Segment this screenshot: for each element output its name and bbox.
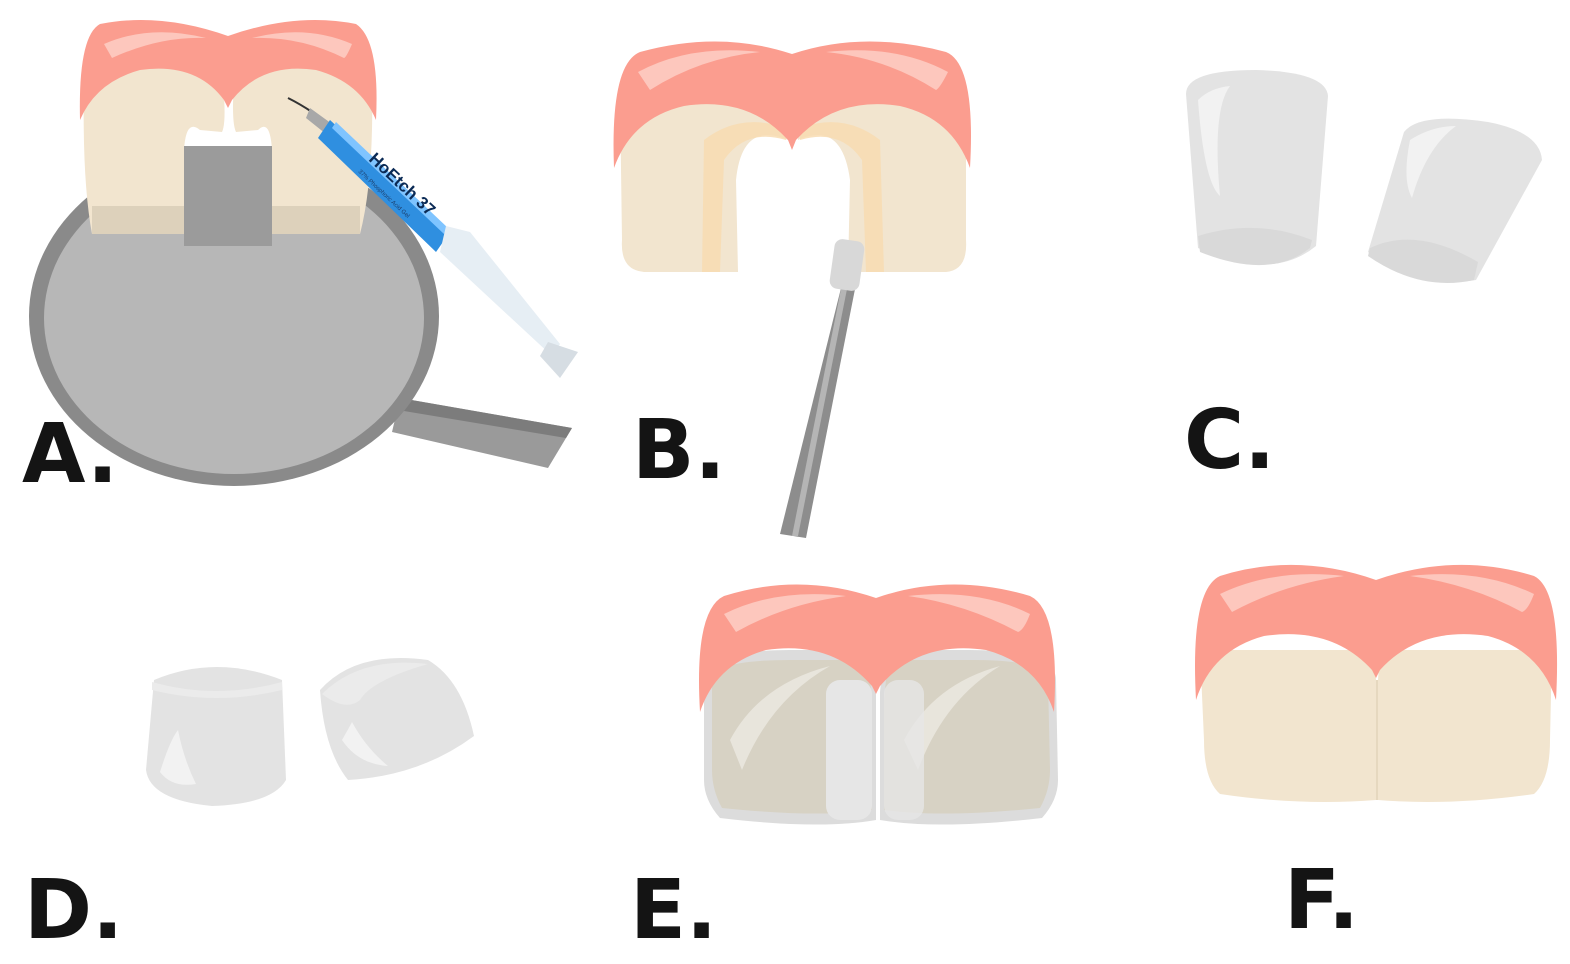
panel-a: HoEtch 37 37% Phosphoric Acid Gel A.	[22, 20, 578, 502]
panel-label-e: E.	[630, 863, 717, 958]
gum-a	[79, 20, 377, 120]
panel-b: B.	[613, 41, 971, 538]
teeth-b	[620, 96, 967, 272]
panel-c: C.	[1184, 70, 1542, 488]
gum-f	[1195, 564, 1558, 700]
panel-label-c: C.	[1184, 393, 1275, 488]
etch-syringe: HoEtch 37 37% Phosphoric Acid Gel	[287, 97, 578, 378]
teeth-f	[1200, 650, 1552, 802]
panel-label-d: D.	[24, 863, 123, 958]
panel-label-f: F.	[1284, 853, 1359, 948]
veneer-d-right	[320, 658, 474, 780]
veneer-c-left	[1186, 70, 1328, 265]
panel-e: E.	[630, 584, 1058, 958]
teeth-a	[83, 56, 373, 246]
gum-b	[613, 41, 971, 169]
panel-f: F.	[1195, 564, 1558, 948]
gum-e	[699, 584, 1055, 712]
panel-d: D.	[24, 658, 474, 958]
brush-applicator	[780, 239, 865, 538]
teeth-e	[704, 650, 1058, 825]
panel-label-b: B.	[632, 403, 726, 498]
panel-label-a: A.	[22, 407, 118, 502]
